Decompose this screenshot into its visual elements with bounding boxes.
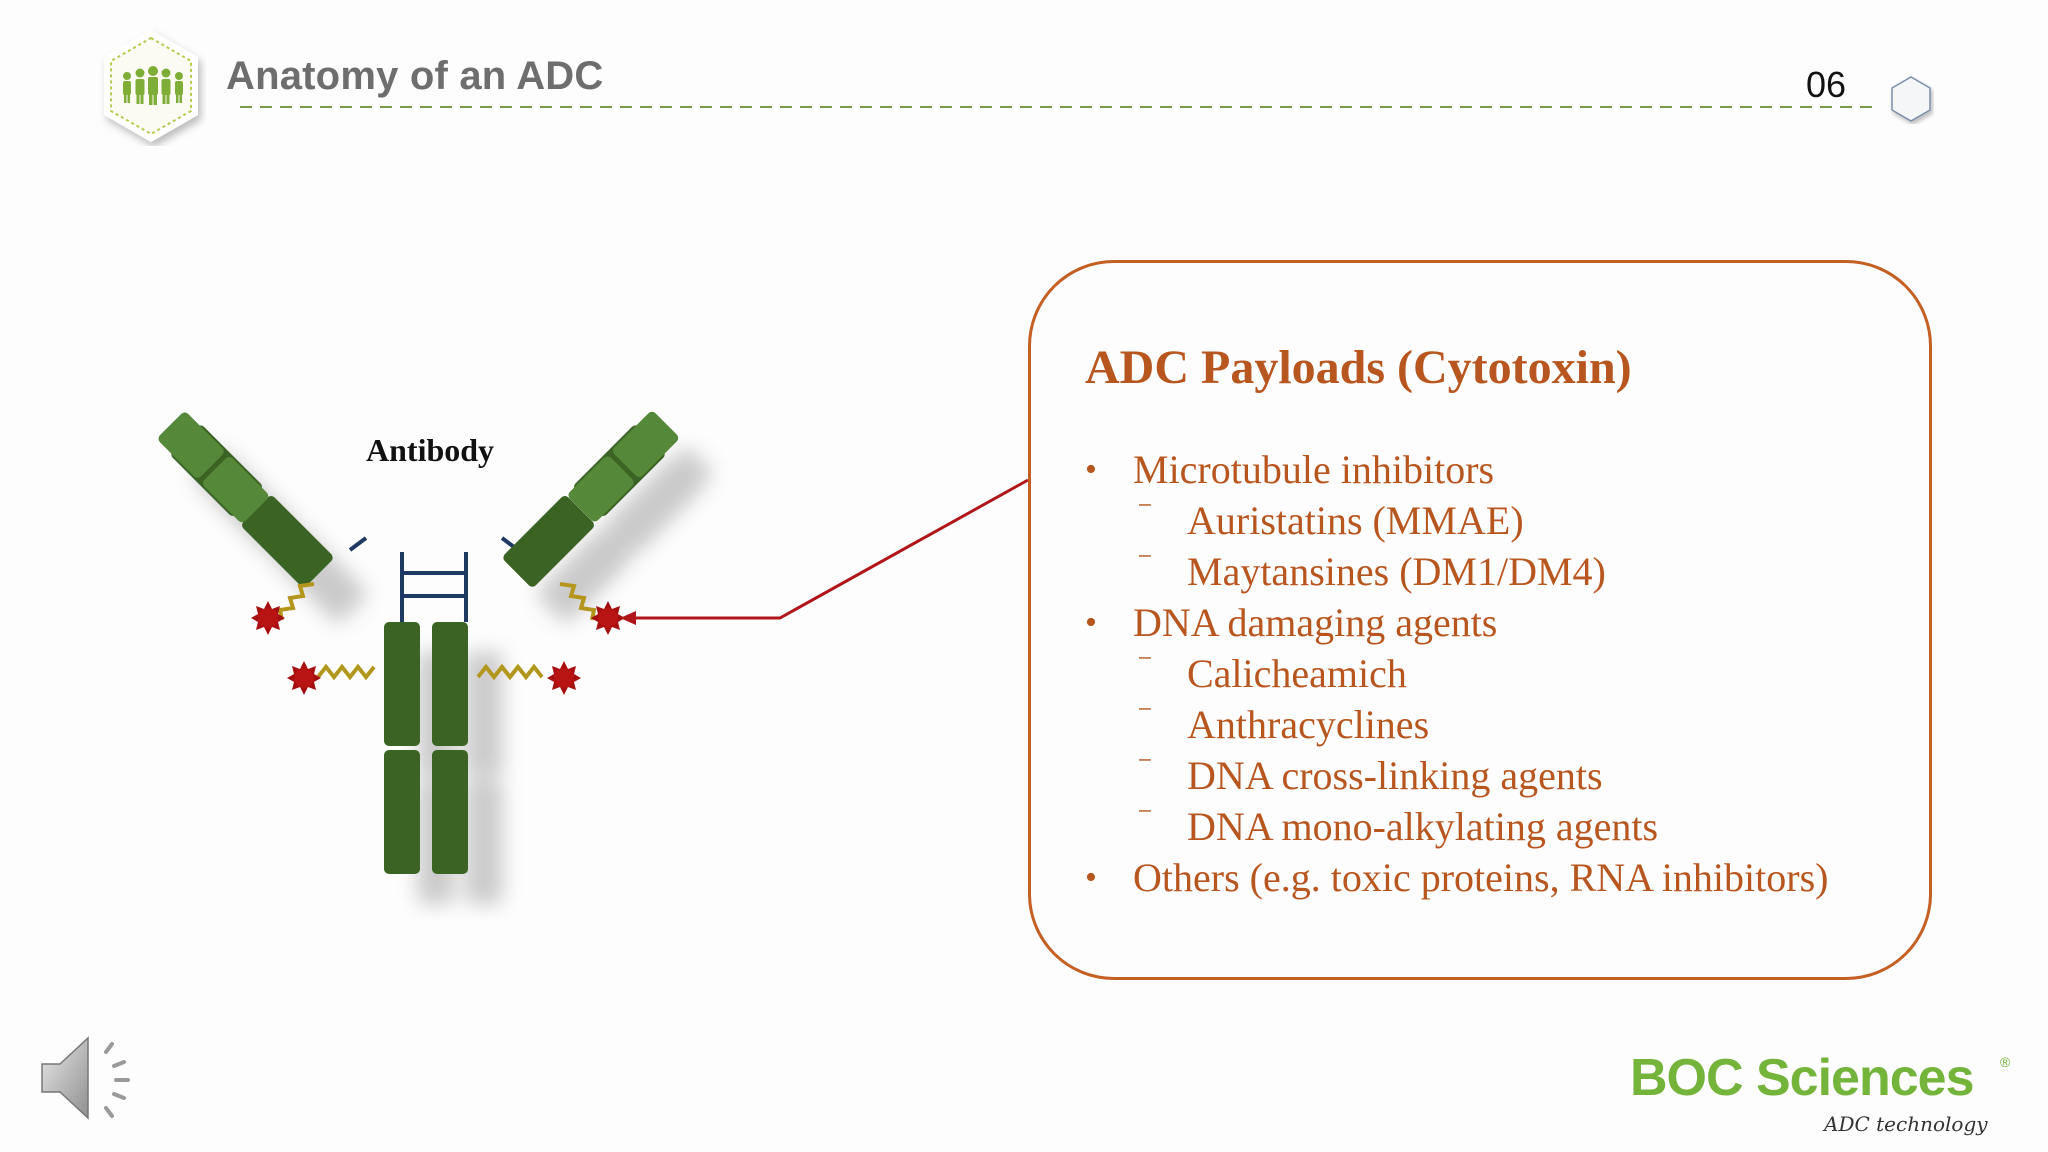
disulfide-bonds [348,536,520,622]
page-number: 06 [1806,64,1847,105]
drug-payload [547,661,581,695]
payload-list: •Microtubule inhibitors ⁻Auristatins (MM… [1085,444,1828,903]
payload-subitem: ⁻Maytansines (DM1/DM4) [1137,545,1606,594]
payload-item: •DNA damaging agents [1085,600,1498,645]
drug-payload [251,601,285,635]
nav-hexagon-icon[interactable] [1888,74,1934,124]
brand-tagline: ADC technology [1824,1112,1988,1136]
payload-title: ADC Payloads (Cytotoxin) [1085,341,1632,394]
brand-name: BOC Sciences [1630,1049,1974,1107]
payload-subitem: ⁻Auristatins (MMAE) [1137,494,1524,543]
payload-item: •Microtubule inhibitors [1085,447,1495,492]
drug-payload [287,661,321,695]
pointer-arrow [620,478,1029,625]
fc-region [384,622,468,874]
payload-subitem: ⁻Anthracyclines [1137,698,1430,747]
brand-logo: BOC Sciences ® ADC technology [1630,1048,2010,1144]
payload-item: •Others (e.g. toxic proteins, RNA inhibi… [1085,855,1829,900]
slide-title: Anatomy of an ADC [226,54,604,98]
speaker-icon[interactable] [36,1030,146,1126]
payload-subitem: ⁻DNA cross-linking agents [1137,749,1603,798]
payload-subitem: ⁻Calicheamich [1137,647,1407,696]
antibody-diagram [158,411,715,904]
payload-subitem: ⁻DNA mono-alkylating agents [1137,800,1659,849]
linkers [277,582,597,681]
header-divider [240,106,1872,108]
right-light-chain [568,411,679,522]
people-group-icon [123,66,183,105]
registered-mark: ® [2000,1054,2011,1070]
antibody-label: Antibody [366,432,495,468]
left-light-chain [158,412,269,523]
payload-callout-box [1028,260,1932,980]
header-logo-icon [104,30,198,142]
